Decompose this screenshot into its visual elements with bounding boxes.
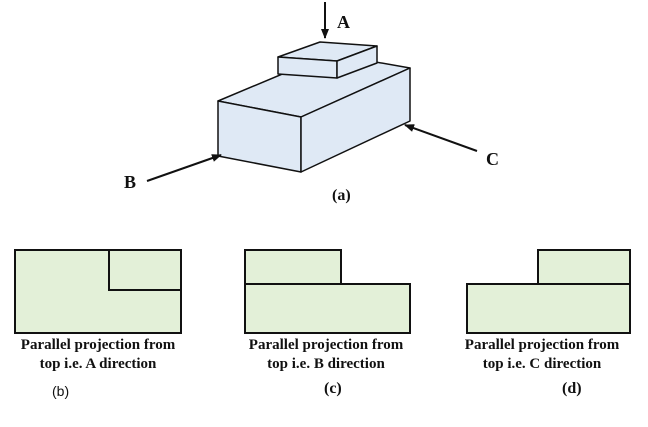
base-right-face — [300, 67, 411, 173]
direction-label-c: C — [486, 149, 499, 169]
figure-b-sublabel: (b) — [52, 383, 70, 399]
caption-d: Parallel projection from top i.e. C dire… — [444, 336, 640, 374]
arrow-b — [146, 154, 222, 182]
step-right-face — [336, 45, 378, 79]
caption-c-line1: Parallel projection from — [248, 337, 404, 353]
figure-d-sublabel: (d) — [562, 380, 582, 397]
direction-label-a: A — [337, 12, 350, 32]
isometric-solid — [217, 41, 411, 173]
caption-b-line2: top i.e. A direction — [39, 356, 157, 372]
step-front-face — [277, 56, 338, 79]
caption-c-line2: top i.e. B direction — [267, 356, 385, 372]
caption-d-line2: top i.e. C direction — [482, 356, 602, 372]
projection-d — [466, 249, 631, 334]
direction-label-b: B — [124, 172, 137, 192]
figure-c-sublabel: (c) — [324, 380, 342, 397]
figure-a-sublabel: (a) — [332, 187, 351, 204]
caption-c: Parallel projection from top i.e. B dire… — [228, 336, 424, 374]
projection-c — [244, 249, 411, 334]
arrow-c — [404, 124, 478, 152]
projection-b — [14, 249, 182, 334]
caption-b-line1: Parallel projection from — [20, 337, 176, 353]
caption-d-line1: Parallel projection from — [464, 337, 620, 353]
caption-b: Parallel projection from top i.e. A dire… — [0, 336, 196, 374]
